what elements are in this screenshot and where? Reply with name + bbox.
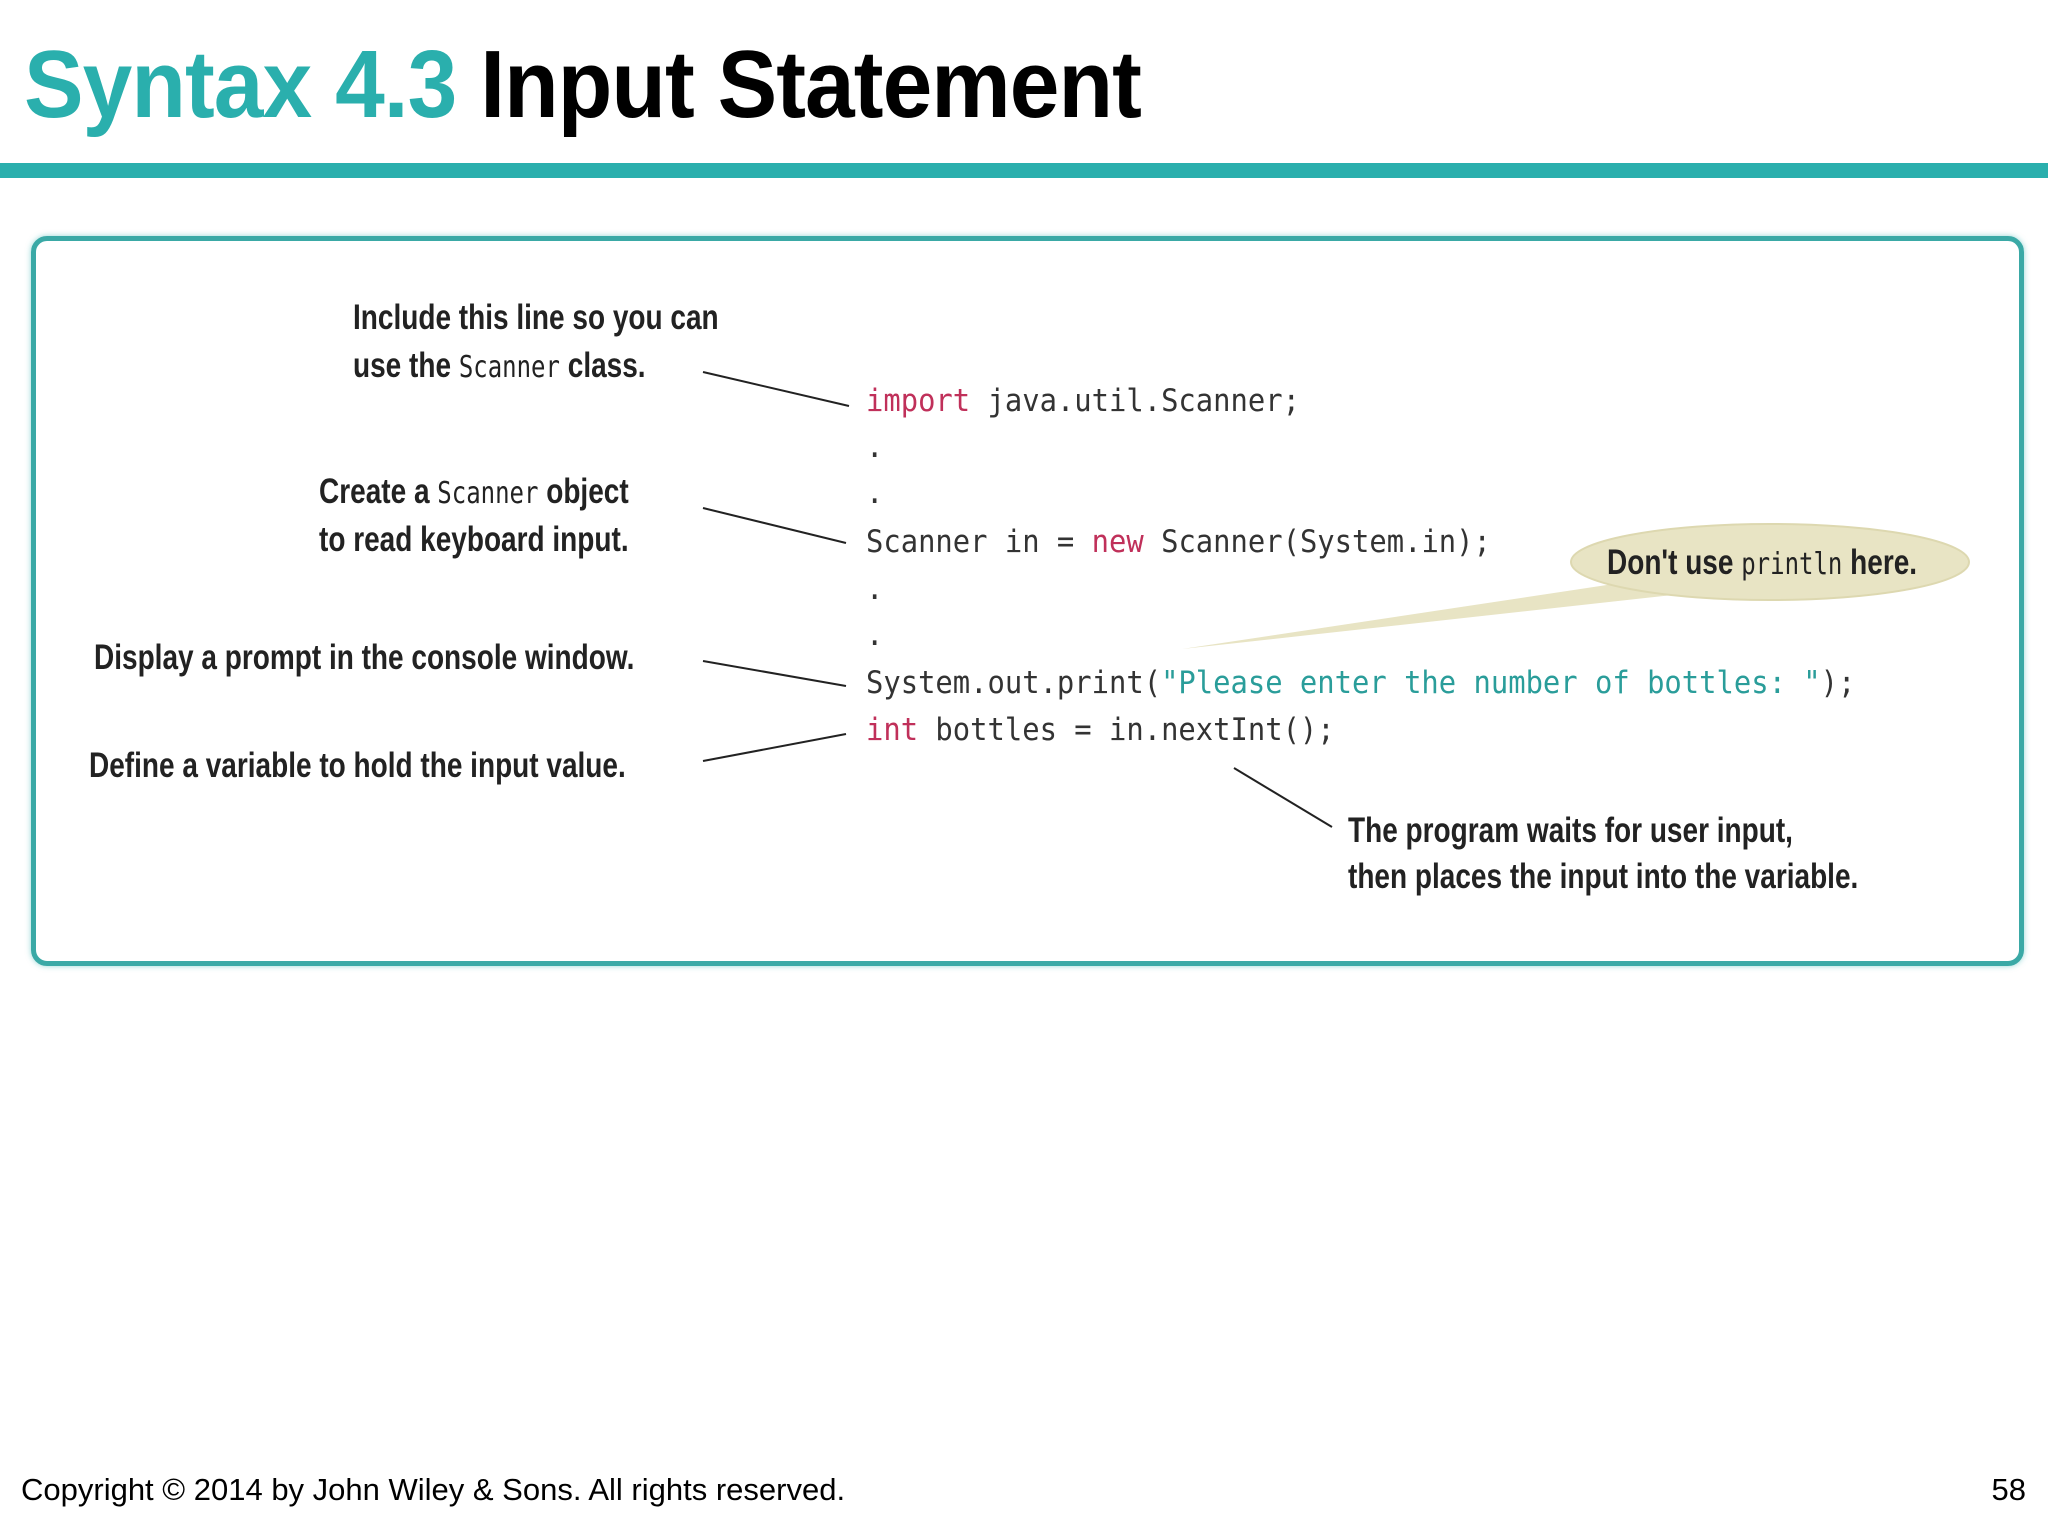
title-divider xyxy=(0,163,2048,178)
code-ellipsis-dot: . xyxy=(866,429,884,465)
code-text: System.out.print( xyxy=(866,665,1162,701)
slide-title: Syntax 4.3 Input Statement xyxy=(24,30,1142,140)
note-create-line2: to read keyboard input. xyxy=(319,520,629,559)
note-define: Define a variable to hold the input valu… xyxy=(89,746,626,785)
pointer-line-include xyxy=(702,371,850,407)
code-text: Scanner in = xyxy=(866,524,1092,560)
code-ellipsis-dot: . xyxy=(866,475,884,511)
pointer-line-display xyxy=(702,660,847,687)
note-code: println xyxy=(1741,547,1843,582)
pointer-line-create xyxy=(702,507,847,544)
note-text: here. xyxy=(1842,543,1918,582)
code-text: bottles = in.nextInt(); xyxy=(918,712,1335,748)
code-line-nextint: int bottles = in.nextInt(); xyxy=(866,715,1335,746)
note-waits-line2: then places the input into the variable. xyxy=(1348,857,1859,896)
syntax-number: Syntax 4.3 xyxy=(24,31,457,138)
code-ellipsis-dot: . xyxy=(866,617,884,653)
bubble-text: Don't use println here. xyxy=(1607,545,1917,580)
note-include-line2: use the Scanner class. xyxy=(353,348,646,383)
note-code: Scanner xyxy=(458,350,560,385)
note-text: Don't use xyxy=(1607,543,1742,582)
keyword: int xyxy=(866,712,919,748)
note-text: class. xyxy=(559,346,646,385)
code-text: ); xyxy=(1820,665,1856,701)
code-text: Scanner(System.in); xyxy=(1143,524,1491,560)
code-line-print: System.out.print("Please enter the numbe… xyxy=(866,668,1855,699)
keyword: new xyxy=(1091,524,1144,560)
note-text: use the xyxy=(353,346,459,385)
speech-bubble-tail xyxy=(1182,580,1700,649)
note-display: Display a prompt in the console window. xyxy=(94,638,635,677)
string-literal: "Please enter the number of bottles: " xyxy=(1161,665,1821,701)
note-text: object xyxy=(538,472,629,511)
code-ellipsis-dot: . xyxy=(866,571,884,607)
syntax-box xyxy=(31,236,2024,966)
note-waits-line1: The program waits for user input, xyxy=(1348,811,1793,850)
code-line-scanner: Scanner in = new Scanner(System.in); xyxy=(866,527,1491,558)
pointer-line-define xyxy=(702,733,847,762)
page-number: 58 xyxy=(1991,1472,2026,1507)
note-create-line1: Create a Scanner object xyxy=(319,474,629,509)
note-include-line1: Include this line so you can xyxy=(353,298,719,337)
copyright-footer: Copyright © 2014 by John Wiley & Sons. A… xyxy=(21,1472,846,1507)
speech-bubble xyxy=(1570,523,1970,601)
title-text: Input Statement xyxy=(480,31,1142,138)
keyword: import xyxy=(866,383,971,419)
code-text: java.util.Scanner; xyxy=(970,383,1300,419)
note-text: Create a xyxy=(319,472,438,511)
pointer-line-waits xyxy=(1233,767,1333,828)
note-code: Scanner xyxy=(437,476,539,511)
code-line-import: import java.util.Scanner; xyxy=(866,386,1300,417)
